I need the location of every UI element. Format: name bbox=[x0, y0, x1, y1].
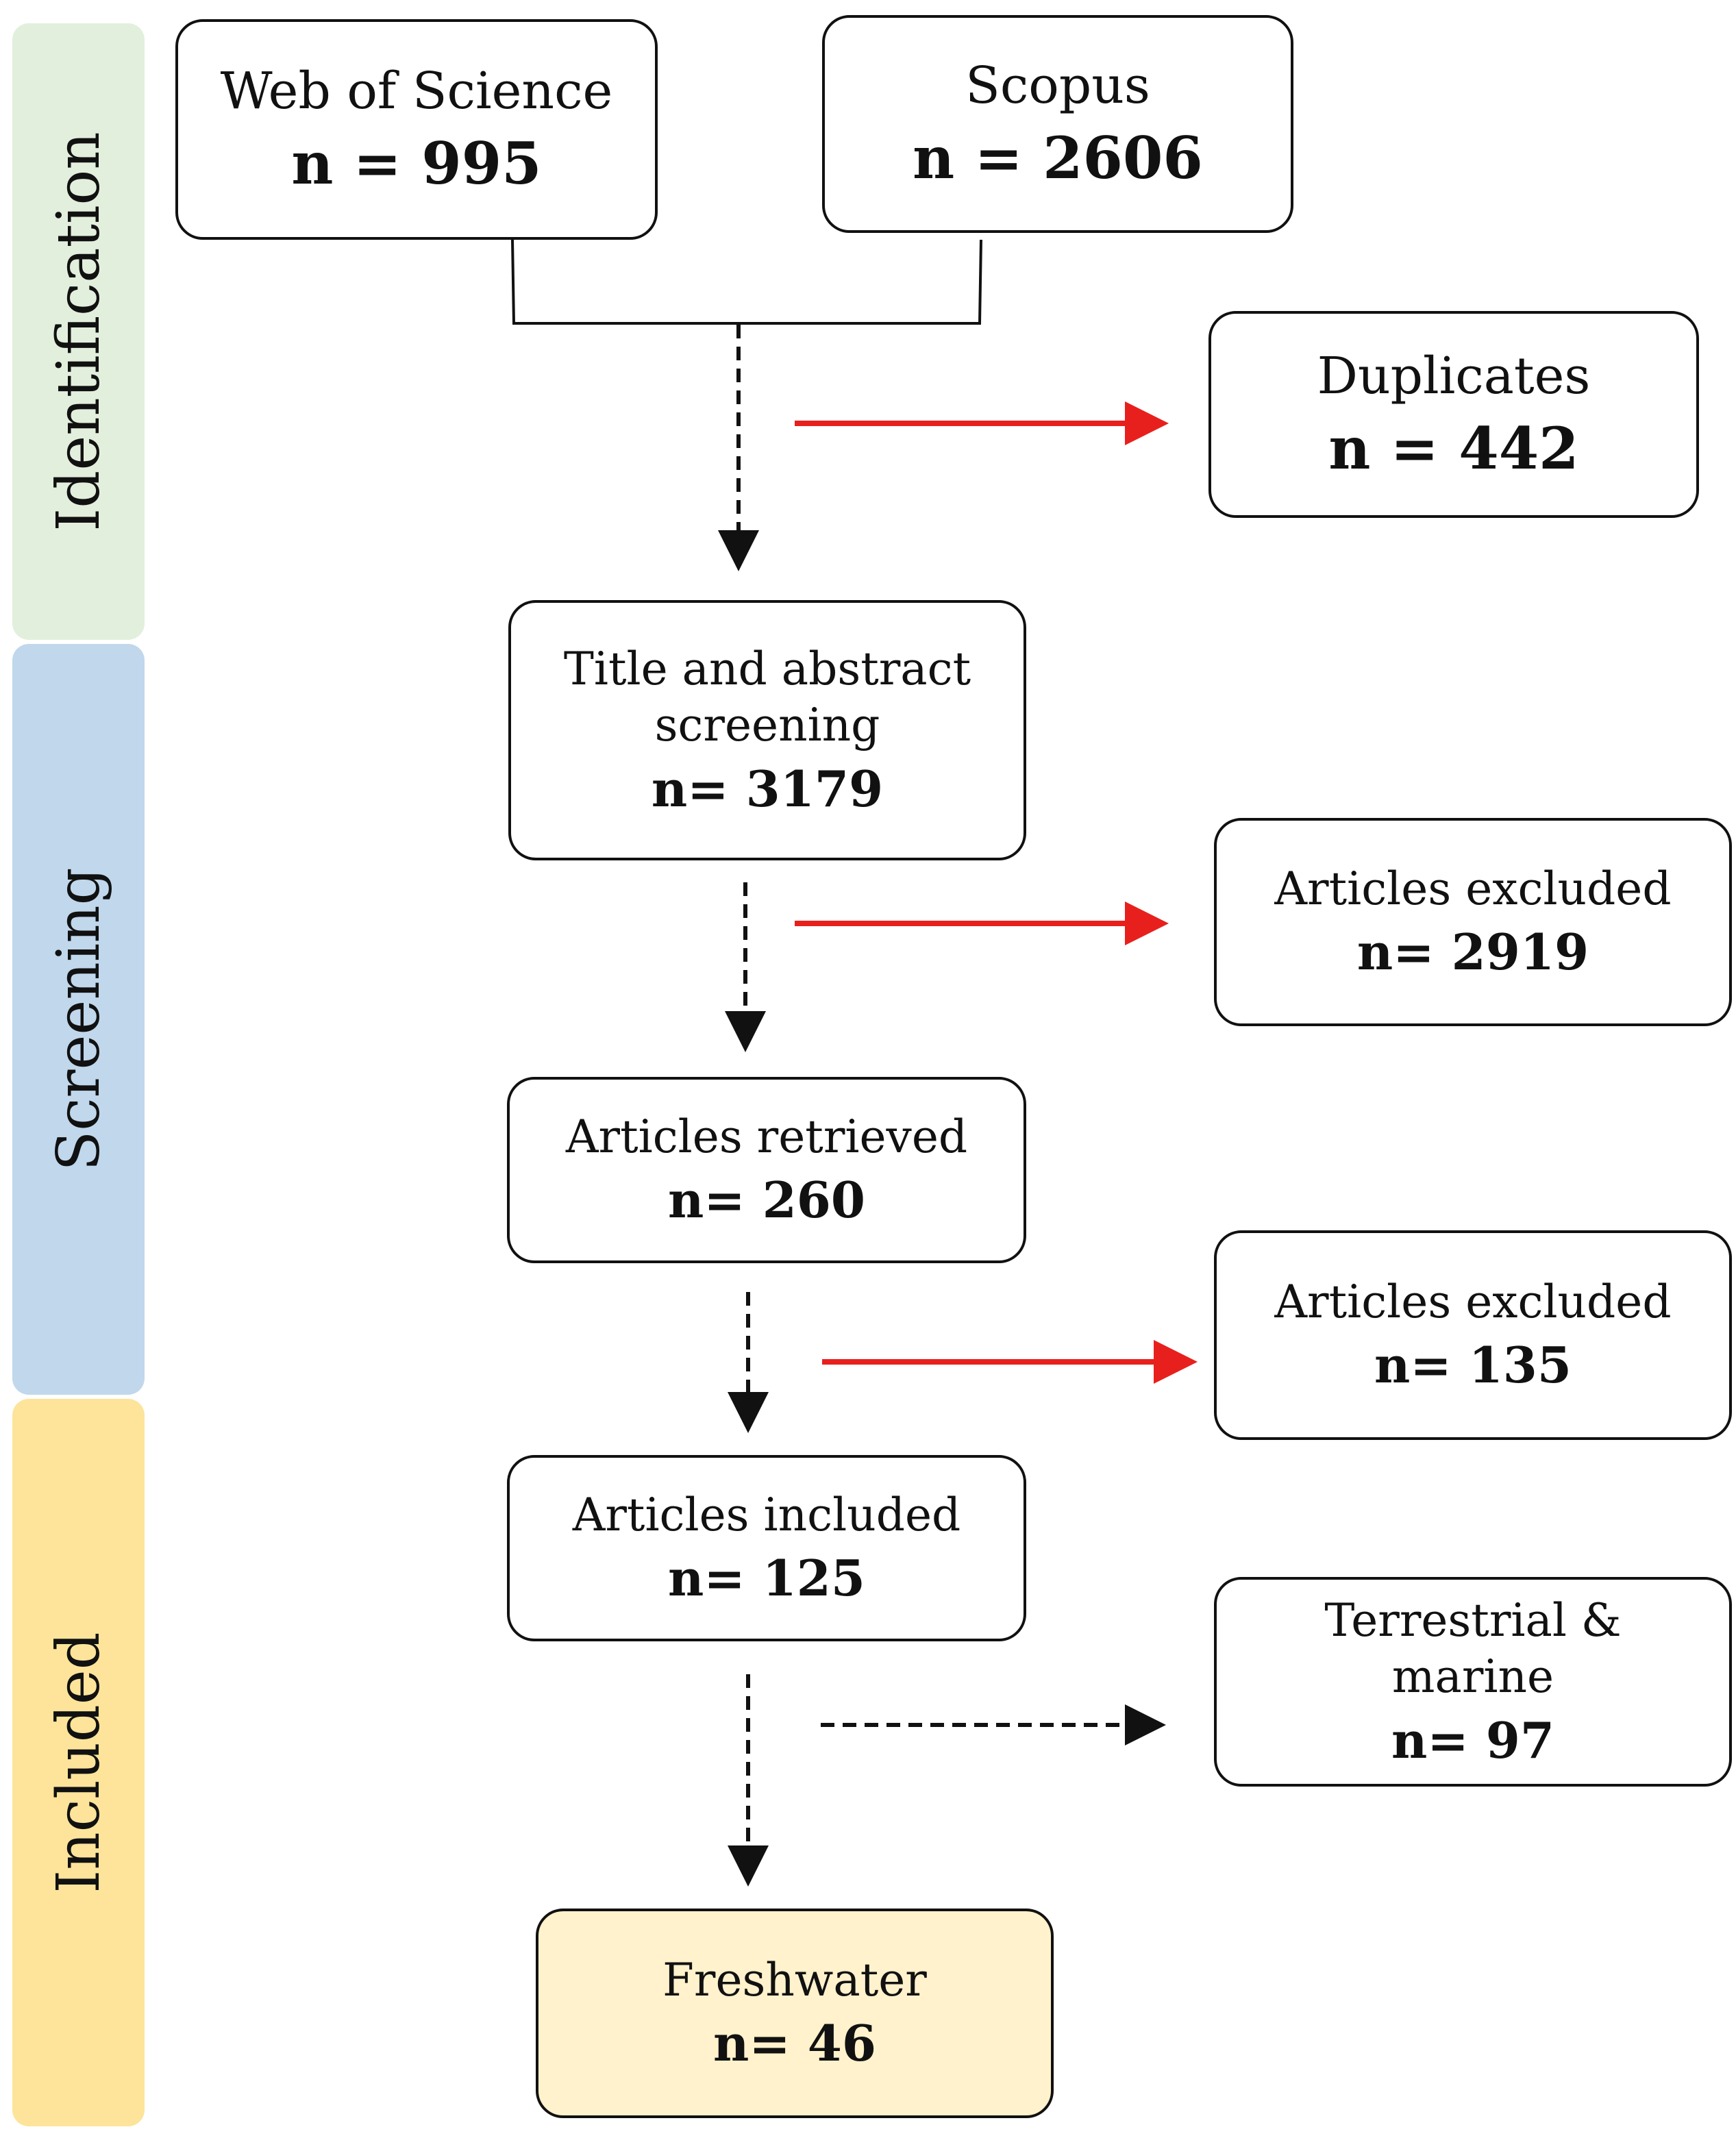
title-abstract-label-line2: screening bbox=[654, 699, 880, 751]
box-duplicates: Duplicates n = 442 bbox=[1208, 311, 1699, 518]
phase-identification: Identification bbox=[12, 23, 145, 640]
freshwater-count: n= 46 bbox=[713, 2014, 876, 2073]
box-terrestrial-marine: Terrestrial & marine n= 97 bbox=[1214, 1577, 1732, 1787]
box-articles-retrieved: Articles retrieved n= 260 bbox=[507, 1077, 1026, 1263]
terrestrial-marine-label-line1: Terrestrial & bbox=[1324, 1593, 1622, 1647]
box-freshwater: Freshwater n= 46 bbox=[536, 1909, 1054, 2118]
box-articles-included: Articles included n= 125 bbox=[507, 1455, 1026, 1641]
box-web-of-science: Web of Science n = 995 bbox=[175, 19, 658, 240]
excluded-1-label: Articles excluded bbox=[1274, 862, 1672, 915]
scopus-count: n = 2606 bbox=[913, 123, 1203, 192]
duplicates-label: Duplicates bbox=[1317, 347, 1591, 406]
duplicates-count: n = 442 bbox=[1328, 414, 1579, 482]
retrieved-count: n= 260 bbox=[667, 1171, 866, 1230]
box-title-abstract-screening: Title and abstract screening n= 3179 bbox=[508, 600, 1026, 860]
web-of-science-label: Web of Science bbox=[220, 62, 613, 121]
retrieved-label: Articles retrieved bbox=[565, 1110, 968, 1163]
phase-screening: Screening bbox=[12, 644, 145, 1395]
source-merge-bracket bbox=[511, 239, 982, 325]
box-scopus: Scopus n = 2606 bbox=[822, 15, 1293, 233]
terrestrial-marine-count: n= 97 bbox=[1391, 1711, 1554, 1769]
scopus-label: Scopus bbox=[965, 56, 1150, 116]
included-count: n= 125 bbox=[667, 1549, 866, 1608]
box-articles-excluded-1: Articles excluded n= 2919 bbox=[1214, 818, 1732, 1026]
title-abstract-count: n= 3179 bbox=[651, 759, 884, 818]
excluded-2-count: n= 135 bbox=[1374, 1336, 1572, 1395]
web-of-science-count: n = 995 bbox=[291, 129, 542, 197]
terrestrial-marine-label-line2: marine bbox=[1391, 1650, 1554, 1703]
included-label: Articles included bbox=[572, 1488, 961, 1541]
title-abstract-label-line1: Title and abstract bbox=[563, 642, 971, 695]
box-articles-excluded-2: Articles excluded n= 135 bbox=[1214, 1230, 1732, 1440]
freshwater-label: Freshwater bbox=[662, 1953, 927, 2006]
excluded-2-label: Articles excluded bbox=[1274, 1275, 1672, 1328]
phase-included: Included bbox=[12, 1399, 145, 2126]
excluded-1-count: n= 2919 bbox=[1356, 923, 1589, 982]
